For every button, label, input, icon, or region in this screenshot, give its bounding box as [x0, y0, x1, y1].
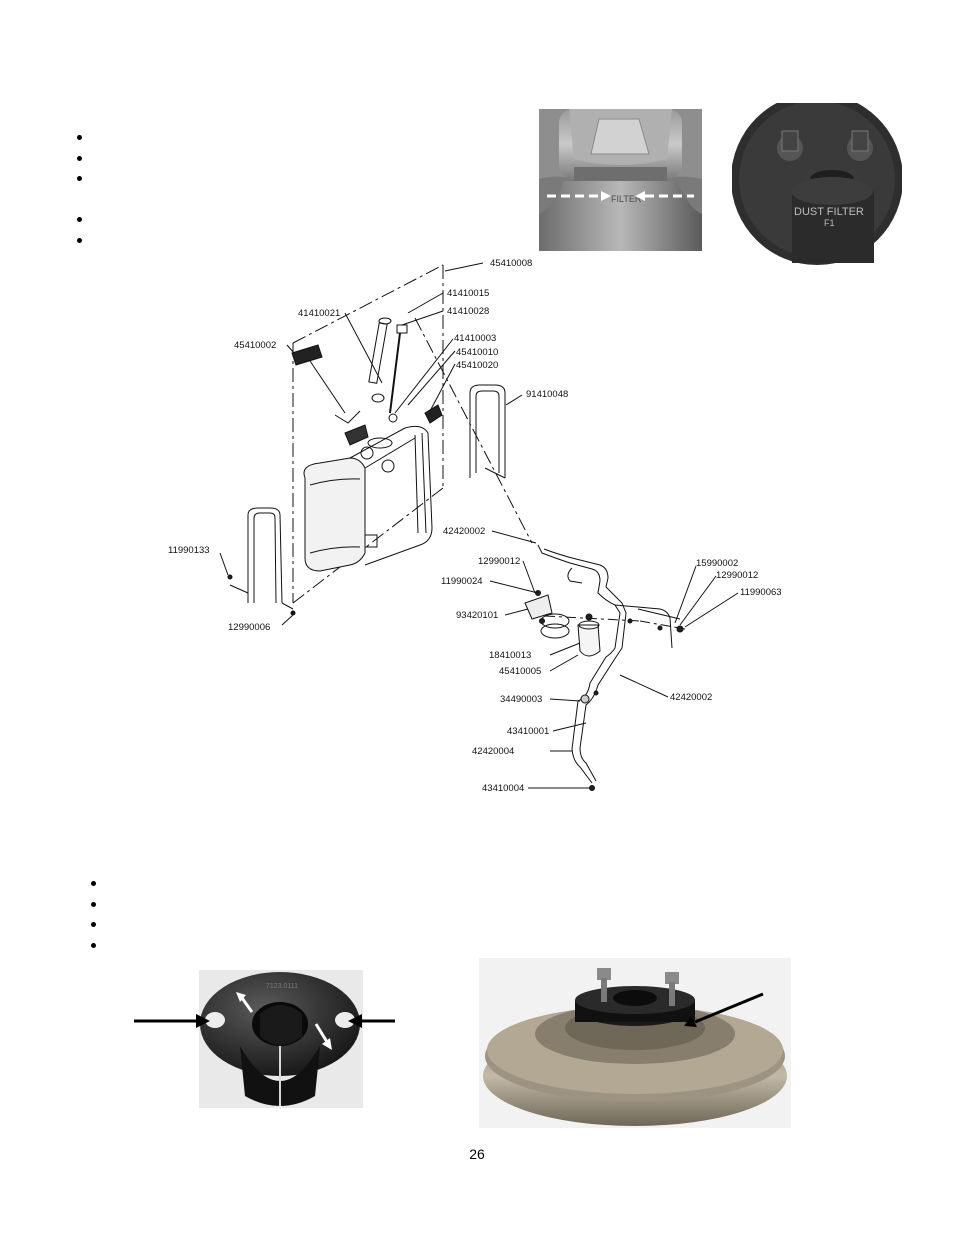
part-label: 11990133 — [168, 545, 210, 556]
bottom-bullet-list — [91, 874, 791, 956]
part-label: 42420002 — [443, 526, 485, 537]
bullet-item — [77, 169, 517, 210]
part-label: 12990006 — [228, 622, 270, 633]
part-label: 41410028 — [447, 306, 489, 317]
part-label: 12990012 — [478, 556, 520, 567]
part-label: 43410001 — [507, 726, 549, 737]
bullet-item — [77, 231, 517, 252]
part-label: 41410015 — [447, 288, 489, 299]
bushing-engraving: 7123.0111 — [266, 983, 298, 990]
part-label: 43410004 — [482, 783, 524, 794]
part-label: 15990002 — [696, 558, 738, 569]
part-label: 12990012 — [716, 570, 758, 581]
part-label: 93420101 — [456, 610, 498, 621]
fuel-tank-exploded-diagram: 45410008 41410015 41410021 41410028 4541… — [160, 253, 800, 798]
bullet-item — [91, 874, 791, 895]
part-label: 11990063 — [740, 587, 782, 598]
part-label: 42420002 — [670, 692, 712, 703]
part-label: 42420004 — [472, 746, 514, 757]
cap-sublabel: F1 — [824, 218, 835, 228]
pulley-photo — [479, 958, 791, 1128]
part-label: 45410002 — [234, 340, 276, 351]
part-label: 91410048 — [526, 389, 568, 400]
part-label: 45410010 — [456, 347, 498, 358]
housing-engraving: FILTER — [611, 194, 642, 204]
page-number: 26 — [469, 1146, 485, 1162]
part-label: 18410013 — [489, 650, 531, 661]
taper-bushing-photo: 7123.0111 — [130, 966, 400, 1111]
part-label: 45410005 — [499, 666, 541, 677]
top-bullet-list — [77, 128, 517, 251]
bullet-item — [91, 895, 791, 916]
bullet-item — [77, 210, 517, 231]
part-label: 45410020 — [456, 360, 498, 371]
bullet-item — [77, 128, 517, 149]
filter-housing-photo: FILTER — [539, 109, 702, 251]
dust-filter-photo: DUST FILTER F1 — [732, 103, 902, 271]
part-label: 41410021 — [298, 308, 340, 319]
part-label: 34490003 — [500, 694, 542, 705]
bullet-item — [77, 149, 517, 170]
bullet-item — [91, 936, 791, 957]
bullet-item — [91, 915, 791, 936]
part-label: 41410003 — [454, 333, 496, 344]
cap-label: DUST FILTER — [794, 206, 864, 218]
part-label: 11990024 — [441, 576, 483, 587]
part-label: 45410008 — [490, 258, 532, 269]
